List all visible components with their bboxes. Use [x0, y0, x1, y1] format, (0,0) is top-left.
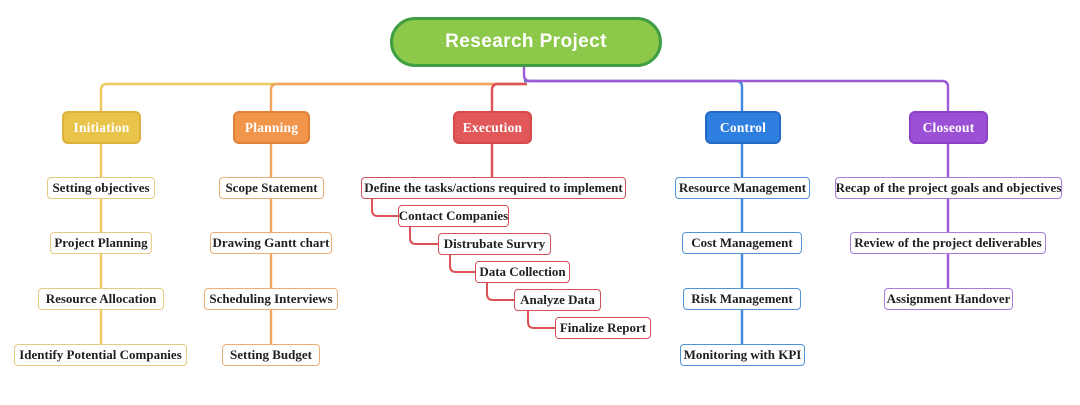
branch-planning[interactable]: Planning [233, 111, 310, 144]
node-drawing-gantt-chart[interactable]: Drawing Gantt chart [210, 232, 332, 254]
node-analyze-data[interactable]: Analyze Data [514, 289, 601, 311]
node-cost-management[interactable]: Cost Management [682, 232, 802, 254]
node-contact-companies[interactable]: Contact Companies [398, 205, 509, 227]
node-setting-budget[interactable]: Setting Budget [222, 344, 320, 366]
node-assignment-handover[interactable]: Assignment Handover [884, 288, 1013, 310]
node-data-collection[interactable]: Data Collection [475, 261, 570, 283]
node-risk-management[interactable]: Risk Management [683, 288, 801, 310]
branch-control[interactable]: Control [705, 111, 781, 144]
elbow-finalize-report [527, 311, 556, 329]
elbow-analyze-data [486, 283, 515, 301]
node-resource-management[interactable]: Resource Management [675, 177, 810, 199]
branch-initiation[interactable]: Initiation [62, 111, 141, 144]
branch-closeout[interactable]: Closeout [909, 111, 988, 144]
node-scheduling-interviews[interactable]: Scheduling Interviews [204, 288, 338, 310]
node-review-project-deliverables[interactable]: Review of the project deliverables [850, 232, 1046, 254]
connector-control [524, 79, 744, 112]
elbow-contact-companies [371, 199, 399, 217]
node-define-tasks-actions[interactable]: Define the tasks/actions required to imp… [361, 177, 626, 199]
node-identify-potential-companies[interactable]: Identify Potential Companies [14, 344, 187, 366]
connector-initiation [99, 82, 527, 112]
node-scope-statement[interactable]: Scope Statement [219, 177, 324, 199]
connector-closeout [522, 66, 950, 112]
elbow-distrubate-survry [409, 227, 439, 245]
node-recap-project-goals[interactable]: Recap of the project goals and objective… [835, 177, 1062, 199]
branch-execution[interactable]: Execution [453, 111, 532, 144]
node-setting-objectives[interactable]: Setting objectives [47, 177, 155, 199]
elbow-data-collection [449, 255, 476, 273]
connector-planning [269, 82, 527, 112]
node-distrubate-survry[interactable]: Distrubate Survry [438, 233, 551, 255]
node-research-project[interactable]: Research Project [390, 17, 662, 67]
node-project-planning[interactable]: Project Planning [50, 232, 152, 254]
connector-execution [490, 82, 527, 112]
node-resource-allocation[interactable]: Resource Allocation [38, 288, 164, 310]
node-finalize-report[interactable]: Finalize Report [555, 317, 651, 339]
node-monitoring-with-kpi[interactable]: Monitoring with KPI [680, 344, 805, 366]
